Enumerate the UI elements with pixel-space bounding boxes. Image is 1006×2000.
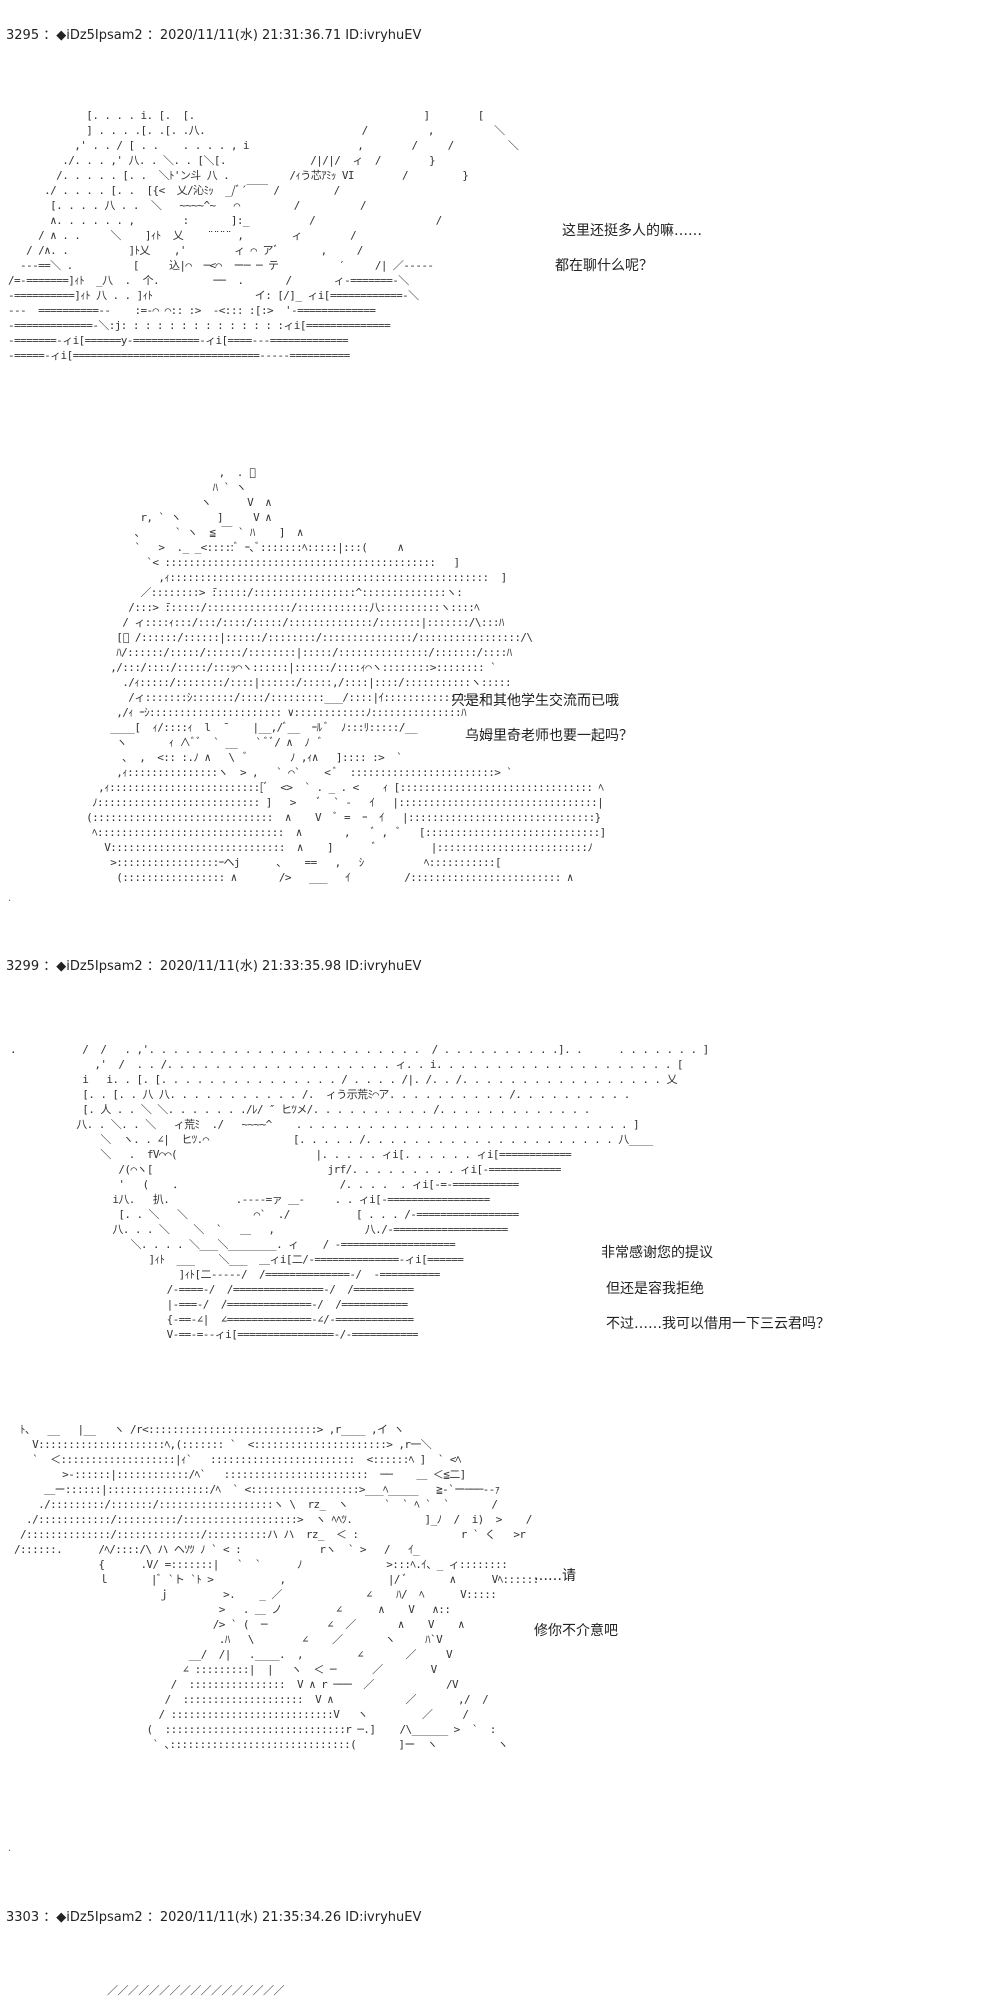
post-header-3303: 3303 ：◆iDz5Ipsam2 ：2020/11/11(水) 21:35:3… [6, 1910, 422, 1925]
dialogue-line: 都在聊什么呢？ [555, 258, 653, 274]
dialogue-line: 但还是容我拒绝 [606, 1281, 704, 1297]
ascii-art-crowd-scene: [. . . . i. [. [. ] [ ] . . . .[. .[. .八… [8, 109, 519, 362]
dialogue-line: 乌姆里奇老师也要一起吗？ [465, 728, 633, 744]
dialogue-line: 修你不介意吧 [534, 1623, 618, 1639]
post-header-3295: 3295 ：◆iDz5Ipsam2 ：2020/11/11(水) 21:31:3… [6, 28, 422, 43]
post-header-3299: 3299 ：◆iDz5Ipsam2 ：2020/11/11(水) 21:33:3… [6, 959, 422, 974]
dialogue-line: 不过……我可以借用一下三云君吗？ [606, 1316, 830, 1332]
separator-dot: . [8, 1843, 12, 1854]
ascii-art-character-with-cat-ears: , . ﾞ ﾊ ` ヽ ヽ V ∧ r, ` ヽ ] V ∧ 、 ` ヽ ≦ ￣… [86, 466, 606, 884]
dialogue-line: ……请 [534, 1568, 576, 1584]
ascii-art-partial: ／／／／／／／／／／／／／／／／／ [95, 1984, 284, 1997]
ascii-art-group-scene: . / / . ,'. . . . . . . . . . . . . . . … [10, 1043, 709, 1341]
ascii-art-character-leaning: ﾄ、 __ |__ ヽ /r<:::::::::::::::::::::::::… [14, 1423, 539, 1751]
dialogue-line: 只是和其他学生交流而已哦 [451, 693, 619, 709]
separator-dot: . [8, 893, 12, 904]
dialogue-line: 非常感谢您的提议 [601, 1245, 713, 1261]
dialogue-line: 这里还挺多人的嘛…… [562, 223, 702, 239]
